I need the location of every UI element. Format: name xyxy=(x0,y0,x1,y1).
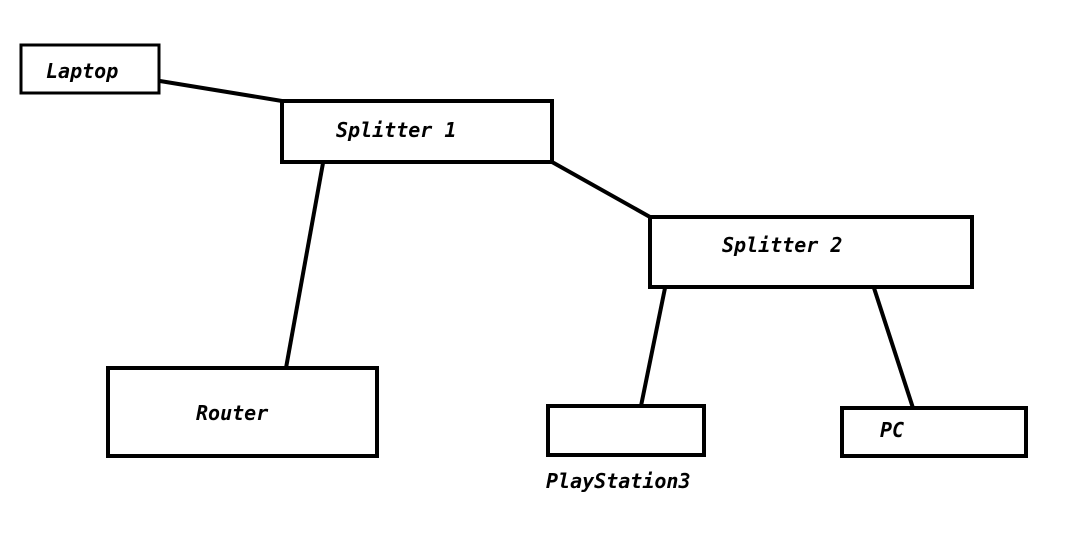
edge-splitter2-playstation3 xyxy=(639,287,667,407)
pc-label: PC xyxy=(880,418,904,442)
edge-laptop-splitter1 xyxy=(159,79,283,103)
node-pc: PC xyxy=(840,406,1028,458)
connections xyxy=(159,79,915,409)
node-laptop: Laptop xyxy=(19,43,161,95)
edge-splitter2-pc xyxy=(872,287,915,409)
laptop-label: Laptop xyxy=(46,59,118,83)
edge-splitter1-router xyxy=(284,162,325,369)
router-label: Router xyxy=(196,401,268,425)
laptop-box xyxy=(19,43,161,95)
pc-box xyxy=(840,406,1028,458)
splitter-1-box xyxy=(280,99,554,164)
node-playstation3: PlayStation3 xyxy=(546,404,706,493)
splitter-2-label: Splitter 2 xyxy=(722,233,842,257)
playstation3-box xyxy=(546,404,706,457)
edge-splitter1-splitter2 xyxy=(551,160,651,219)
splitter-1-label: Splitter 1 xyxy=(336,118,456,142)
node-splitter-1: Splitter 1 xyxy=(280,99,554,164)
playstation3-label: PlayStation3 xyxy=(546,469,691,493)
splitter-2-box xyxy=(648,215,974,289)
router-box xyxy=(106,366,379,458)
node-splitter-2: Splitter 2 xyxy=(648,215,974,289)
node-router: Router xyxy=(106,366,379,458)
